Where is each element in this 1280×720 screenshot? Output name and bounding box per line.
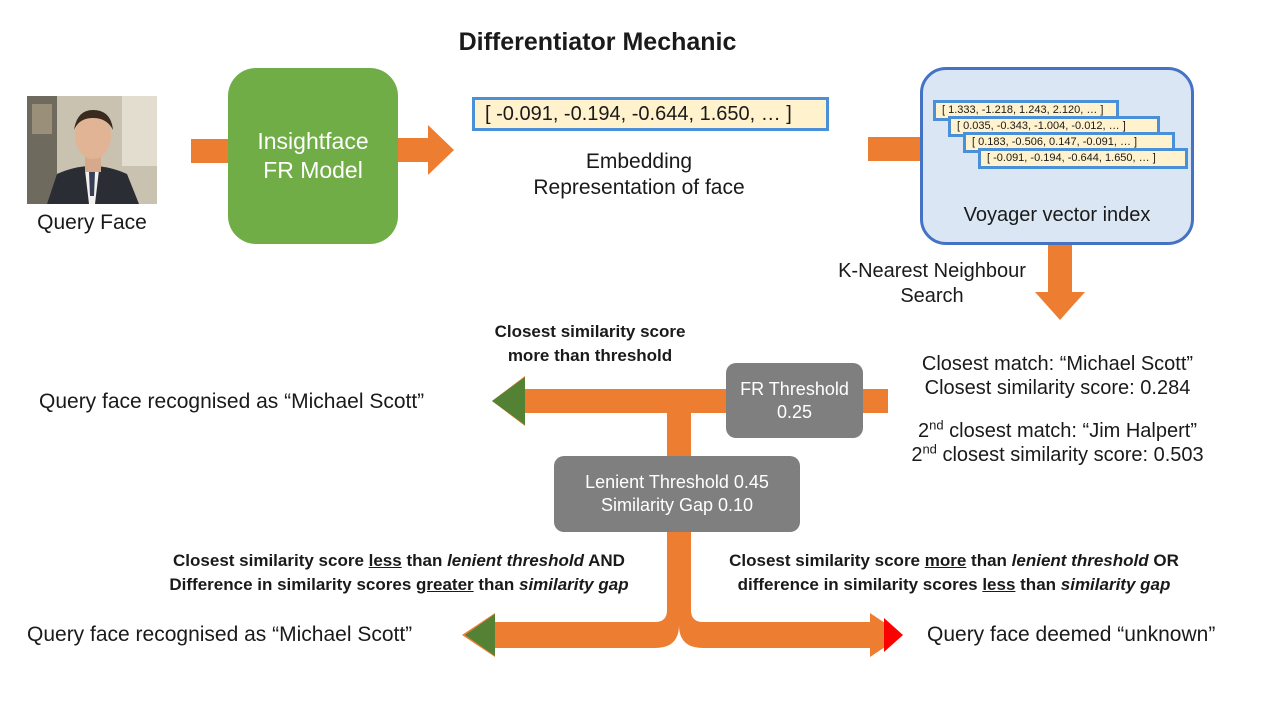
index-vector-2: [ 0.035, -0.343, -1.004, -0.012, … ] <box>948 116 1160 137</box>
fr-threshold-value: 0.25 <box>776 401 813 422</box>
closest-match-text: Closest match: “Michael Scott” <box>921 353 1194 375</box>
embedding-caption-line2: Representation of face <box>533 176 745 199</box>
arrow-embedding-to-index <box>868 137 922 161</box>
closest-score-text: Closest similarity score: 0.284 <box>924 377 1191 399</box>
result-bottom-unknown: Query face deemed “unknown” <box>927 623 1216 646</box>
fr-model-label-line2: FR Model <box>263 157 363 183</box>
arrow-bottom-split <box>495 560 870 648</box>
knn-line1: K-Nearest Neighbour <box>838 260 1026 282</box>
fr-threshold-box: FR Threshold 0.25 <box>726 363 863 438</box>
diagram-title: Differentiator Mechanic <box>458 28 737 56</box>
embedding-caption-line1: Embedding <box>585 150 693 173</box>
embedding-caption: Embedding Representation of face <box>480 149 798 201</box>
knn-line2: Search <box>900 285 964 307</box>
query-face-photo <box>27 96 157 204</box>
result-bottom-recognised: Query face recognised as “Michael Scott” <box>27 623 413 646</box>
second-match-info: 2nd closest match: “Jim Halpert” 2nd clo… <box>880 417 1235 467</box>
arrow-face-to-model <box>191 139 229 163</box>
index-vector-4: [ -0.091, -0.194, -0.644, 1.650, … ] <box>978 148 1188 169</box>
knn-search-label: K-Nearest Neighbour Search <box>820 259 1044 309</box>
second-score-text: 2nd closest similarity score: 0.503 <box>911 441 1204 466</box>
fr-threshold-label: FR Threshold <box>740 378 849 399</box>
closest-match-info: Closest match: “Michael Scott” Closest s… <box>880 352 1235 400</box>
accept-tip-top <box>492 377 525 425</box>
arrow-model-to-embedding <box>398 125 454 175</box>
condition-bottom-left: Closest similarity score less than lenie… <box>169 551 629 594</box>
embedding-vector-box: [ -0.091, -0.194, -0.644, 1.650, … ] <box>472 97 829 131</box>
query-face-caption: Query Face <box>37 211 147 234</box>
voyager-vector-index: [ 1.333, -1.218, 1.243, 2.120, … ] [ 0.0… <box>920 67 1194 245</box>
condition-top: Closest similarity score more than thres… <box>494 322 686 365</box>
fr-model-label-line1: Insightface <box>257 128 369 154</box>
arrow-knn-search <box>1035 245 1085 320</box>
voyager-index-label: Voyager vector index <box>963 204 1151 226</box>
fr-model-box: Insightface FR Model <box>228 68 398 244</box>
reject-tip-bottom <box>884 618 903 652</box>
result-top-recognised: Query face recognised as “Michael Scott” <box>39 390 425 413</box>
accept-tip-bottom <box>465 614 495 656</box>
embedding-vector: [ -0.091, -0.194, -0.644, 1.650, … ] <box>485 102 792 125</box>
lenient-threshold-text: Lenient Threshold 0.45 <box>585 472 769 492</box>
similarity-gap-text: Similarity Gap 0.10 <box>600 495 754 515</box>
lenient-threshold-box: Lenient Threshold 0.45 Similarity Gap 0.… <box>554 456 800 532</box>
arrow-top-result <box>492 376 888 426</box>
second-match-text: 2nd closest match: “Jim Halpert” <box>918 417 1197 442</box>
condition-bottom-right: Closest similarity score more than lenie… <box>729 551 1179 594</box>
